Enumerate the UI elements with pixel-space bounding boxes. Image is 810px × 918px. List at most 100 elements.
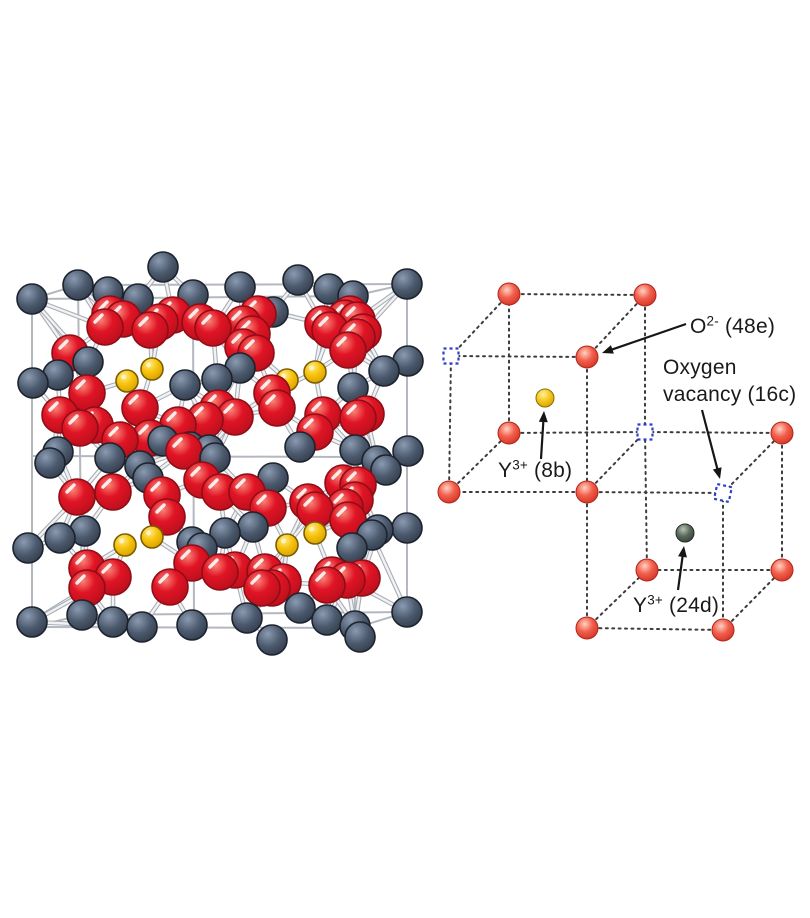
yttrium-24d-atom bbox=[126, 611, 158, 643]
yttrium-24d-atom bbox=[284, 431, 316, 463]
sphere-highlight bbox=[172, 437, 183, 448]
oxygen-atom bbox=[329, 331, 367, 369]
oxygen-atom bbox=[194, 309, 232, 347]
yttrium-24d-atom bbox=[370, 454, 402, 486]
sphere-highlight bbox=[138, 316, 149, 327]
sphere-highlight bbox=[128, 394, 139, 405]
yttrium-24d-atom bbox=[392, 435, 424, 467]
sphere-highlight bbox=[311, 401, 322, 412]
cube-edge-dashed bbox=[508, 293, 646, 296]
label-oxygen-vacancy-line1: Oxygen bbox=[663, 356, 737, 379]
yttrium-24d-atom bbox=[17, 367, 49, 399]
sphere-highlight bbox=[75, 554, 86, 565]
oxygen-corner-sphere bbox=[497, 421, 521, 445]
yttrium-24d-atom bbox=[209, 517, 241, 549]
site-schematic: O2- (48e) Oxygen vacancy (16c) Y3+ (8b) … bbox=[437, 282, 796, 642]
yttrium-24d-atom bbox=[224, 271, 256, 303]
oxygen-vacancy-squares bbox=[442, 347, 734, 504]
yttrium-24d-atom bbox=[311, 604, 343, 636]
atom-spheres bbox=[12, 251, 424, 656]
sphere-highlight bbox=[75, 379, 86, 390]
sphere-highlight bbox=[188, 308, 199, 319]
arrow-line bbox=[676, 554, 684, 591]
sphere-highlight bbox=[331, 469, 342, 480]
yttrium-8b-atom bbox=[140, 525, 164, 549]
sphere-highlight bbox=[244, 339, 255, 350]
yttrium-8b-atom bbox=[275, 533, 299, 557]
cube-edge-dashed bbox=[508, 431, 646, 434]
yttrium-24d-atom bbox=[147, 251, 179, 283]
yttrium-24d-atom bbox=[282, 264, 314, 296]
cube-edge-dashed bbox=[586, 569, 648, 629]
yttrium-8b-atom bbox=[115, 369, 139, 393]
sphere-highlight bbox=[309, 365, 314, 371]
oxygen-atom bbox=[339, 399, 377, 437]
annotation-labels: O2- (48e) Oxygen vacancy (16c) Y3+ (8b) … bbox=[498, 314, 796, 618]
label-oxygen-vacancy-line2: vacancy (16c) bbox=[663, 383, 796, 406]
oxygen-atom bbox=[201, 553, 239, 591]
yttrium-24d-atom bbox=[66, 599, 98, 631]
sphere-highlight bbox=[303, 496, 314, 507]
oxygen-corner-sphere bbox=[497, 282, 521, 306]
oxygen-atom bbox=[151, 568, 189, 606]
sphere-highlight bbox=[58, 339, 69, 350]
sphere-highlight bbox=[231, 333, 242, 344]
sphere-highlight bbox=[256, 494, 267, 505]
sphere-highlight bbox=[281, 373, 286, 379]
sphere-highlight bbox=[303, 418, 314, 429]
label-y8b: Y3+ (8b) bbox=[498, 458, 572, 483]
sphere-highlight bbox=[65, 483, 76, 494]
cube-edge-dashed bbox=[586, 491, 724, 494]
site-spheres bbox=[437, 282, 794, 642]
oxygen-atom bbox=[243, 569, 281, 607]
yttrium-24d-atom bbox=[169, 369, 201, 401]
sphere-highlight bbox=[315, 571, 326, 582]
sphere-highlight bbox=[336, 336, 347, 347]
oxygen-corner-sphere bbox=[770, 558, 794, 582]
sphere-highlight bbox=[208, 558, 219, 569]
yttrium-24d-atom bbox=[391, 596, 423, 628]
yttrium-24d-atom bbox=[44, 522, 76, 554]
yttrium-24d-atom bbox=[231, 602, 263, 634]
cube-edge-dashed bbox=[586, 431, 646, 493]
sphere-highlight bbox=[240, 320, 251, 331]
sphere-highlight bbox=[265, 394, 276, 405]
sphere-highlight bbox=[119, 538, 124, 544]
sphere-highlight bbox=[190, 466, 201, 477]
sphere-highlight bbox=[223, 403, 234, 414]
oxygen-corner-sphere bbox=[575, 345, 599, 369]
yttrium-24d-atom bbox=[256, 624, 288, 656]
sphere-highlight bbox=[201, 314, 212, 325]
yttrium-24d-atom bbox=[176, 609, 208, 641]
sphere-highlight bbox=[138, 424, 149, 435]
sphere-highlight bbox=[346, 471, 357, 482]
arrow-line bbox=[610, 322, 687, 352]
sphere-highlight bbox=[158, 573, 169, 584]
oxygen-corner-sphere bbox=[437, 480, 461, 504]
oxygen-atom bbox=[131, 311, 169, 349]
sphere-highlight bbox=[346, 404, 357, 415]
annotation-arrows bbox=[538, 322, 722, 591]
sphere-highlight bbox=[166, 411, 177, 422]
sphere-highlight bbox=[193, 406, 204, 417]
sphere-highlight bbox=[150, 481, 161, 492]
sphere-highlight bbox=[318, 316, 329, 327]
oxygen-corner-sphere bbox=[633, 283, 657, 307]
yttrium-24d-atom bbox=[16, 606, 48, 638]
oxygen-corner-sphere bbox=[711, 618, 735, 642]
sphere-highlight bbox=[253, 558, 264, 569]
sphere-highlight bbox=[345, 323, 356, 334]
cube-edge-dashed bbox=[586, 627, 724, 631]
yttrium-24d-atom bbox=[284, 592, 316, 624]
yttrium-24d-atom bbox=[336, 532, 368, 564]
arrow-head bbox=[712, 467, 722, 479]
yttrium-24d-atom bbox=[94, 442, 126, 474]
sphere-highlight bbox=[121, 374, 126, 380]
unit-cell-model bbox=[12, 251, 424, 656]
cube-edge-dashed bbox=[722, 432, 783, 494]
arrow-head bbox=[602, 345, 614, 354]
yttrium-24d-atom bbox=[344, 621, 376, 653]
dashed-cube-edges bbox=[448, 293, 783, 631]
